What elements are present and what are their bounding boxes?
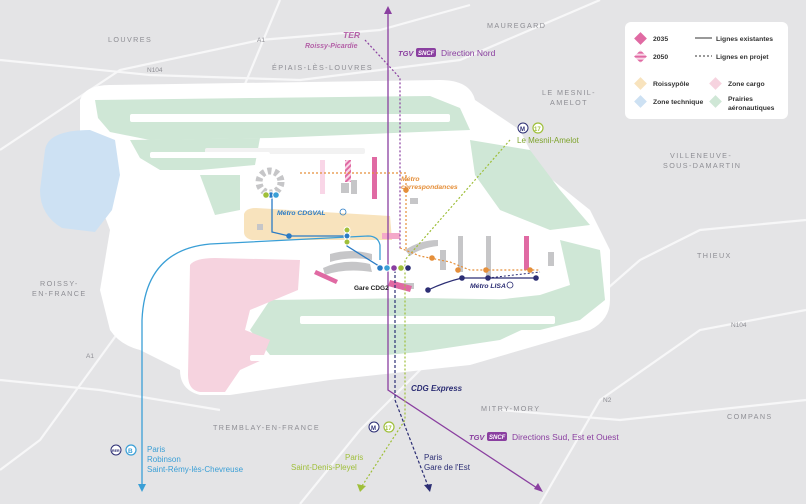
- road-n104-right: N104: [731, 322, 747, 329]
- lisa-label: Métro LISA: [470, 283, 506, 290]
- cdg-express-label: CDG Express: [411, 384, 463, 393]
- rer-dest-1: Paris: [147, 445, 165, 454]
- place-roissy-2: EN-FRANCE: [32, 289, 87, 298]
- legend-prairies-1: Prairies: [728, 96, 753, 103]
- road-n104-top: N104: [147, 67, 163, 74]
- accessible-icon-lisa: [506, 281, 514, 289]
- place-mitry-mory: MITRY-MORY: [481, 404, 540, 413]
- correspondance-line: [300, 172, 540, 271]
- sncf-badge-nord: SNCF: [418, 51, 435, 57]
- lisa-line-extension: [487, 271, 541, 279]
- legend-planned: Lignes en projet: [716, 54, 769, 61]
- place-tremblay: TREMBLAY-EN-FRANCE: [213, 423, 320, 432]
- line-17-icon-bottom: [383, 421, 395, 433]
- cdg-express-arrow: [424, 484, 432, 492]
- road-a1-left: A1: [86, 353, 94, 360]
- road-labels: A1 N104 A1 N104 N2: [86, 37, 747, 404]
- sncf-logo-nord: [416, 48, 436, 57]
- rer-b-arrow: [138, 484, 146, 492]
- rer-badge: RER: [112, 449, 120, 453]
- stations: [262, 187, 539, 293]
- rer-b-icon: [125, 444, 137, 456]
- legend-box: [625, 22, 788, 119]
- ter-dest: Roissy-Picardie: [305, 43, 358, 50]
- place-names: LOUVRES MAUREGARD ÉPIAIS-LÈS-LOUVRES LE …: [32, 21, 773, 432]
- legend-2050: 2050: [653, 54, 668, 61]
- tgv-arrow-north: [384, 6, 392, 14]
- legend-2035: 2035: [653, 36, 668, 43]
- road-a1-top: A1: [257, 37, 265, 44]
- metro-icon-top: [517, 122, 529, 134]
- rer-dest-3: Saint-Rémy-lès-Chevreuse: [147, 465, 244, 474]
- cdg-dest-1: Paris: [424, 453, 442, 462]
- cdg-dest-2: Gare de l'Est: [424, 463, 471, 472]
- place-louvres: LOUVRES: [108, 35, 152, 44]
- accessible-icon-cdgval: [339, 208, 347, 216]
- road-n2: N2: [603, 397, 612, 404]
- line-17-badge-top: 17: [534, 127, 541, 133]
- runways: [130, 114, 555, 361]
- rer-b-badge: B: [128, 448, 133, 455]
- gare-cdg2-label: Gare CDG2: [354, 285, 389, 292]
- rer-b-line: [141, 235, 381, 486]
- tgv-nord-label: Direction Nord: [441, 48, 496, 58]
- metro-17-dest-1: Paris: [345, 453, 363, 462]
- sncf-badge-sud: SNCF: [489, 435, 506, 441]
- legend-cargo: Zone cargo: [728, 81, 765, 88]
- metro-17-dest: Le Mesnil-Amelot: [517, 136, 580, 145]
- tgv-line: [387, 10, 541, 491]
- metro-badge-bottom: M: [371, 426, 376, 432]
- legend-technique: Zone technique: [653, 99, 703, 106]
- zone-technique: [40, 130, 120, 232]
- legend-prairies-2: aéronautiques: [728, 105, 775, 112]
- sncf-logo-sud: [487, 432, 507, 441]
- legend: 2035 2050 Lignes existantes Lignes en pr…: [625, 22, 788, 119]
- place-mesnil-amelot-1: LE MESNIL-: [542, 88, 596, 97]
- place-mauregard: MAUREGARD: [487, 21, 546, 30]
- place-epiais: ÉPIAIS-LÈS-LOUVRES: [272, 63, 373, 72]
- correspondance-label-2: correspondances: [401, 184, 458, 191]
- metro-17-dest-2: Saint-Denis-Pleyel: [291, 463, 357, 472]
- line-17-badge-bottom: 17: [385, 426, 392, 432]
- tgv-badge-sud: TGV: [469, 433, 485, 442]
- tgv-badge-nord: TGV: [398, 49, 414, 58]
- metro-17-arrow: [357, 484, 366, 492]
- legend-existing: Lignes existantes: [716, 36, 773, 43]
- cdgval-label: Métro CDGVAL: [277, 210, 326, 217]
- place-thieux: THIEUX: [697, 251, 732, 260]
- tgv-sud-label: Directions Sud, Est et Ouest: [512, 432, 619, 442]
- rer-dest-2: Robinson: [147, 455, 181, 464]
- tgv-arrow-south: [534, 483, 543, 492]
- rer-icon: [110, 444, 122, 456]
- metro-badge-top: M: [520, 127, 525, 133]
- place-mesnil-amelot-2: AMELOT: [550, 98, 588, 107]
- metro-icon-bottom: [368, 421, 380, 433]
- place-villeneuve-2: SOUS-DAMARTIN: [663, 161, 741, 170]
- place-compans: COMPANS: [727, 412, 773, 421]
- correspondance-label-1: Métro: [401, 176, 420, 183]
- line-17-icon-top: [532, 122, 544, 134]
- zone-roissypole: [244, 208, 392, 240]
- ter-line: [364, 39, 401, 250]
- zone-cargo: [188, 258, 300, 392]
- place-roissy-1: ROISSY-: [40, 279, 79, 288]
- terminal-projects: [314, 157, 529, 292]
- place-villeneuve-1: VILLENEUVE-: [670, 151, 732, 160]
- ter-label: TER: [343, 30, 361, 40]
- legend-roissypole: Roissypôle: [653, 81, 689, 88]
- cdg-express-line: [394, 270, 429, 487]
